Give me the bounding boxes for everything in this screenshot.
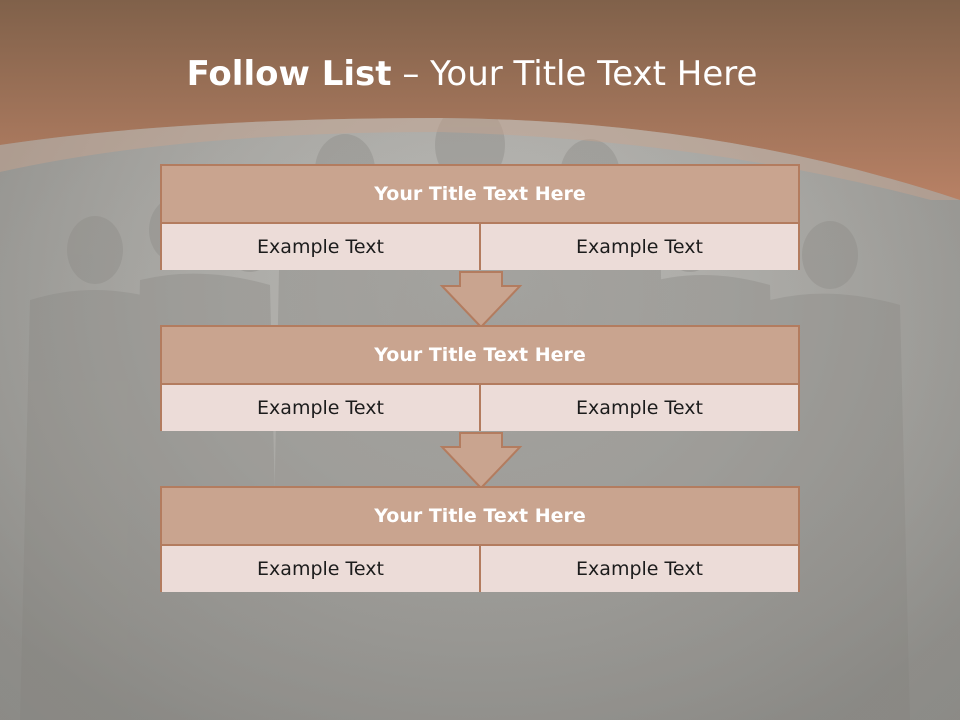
block-cell-right: Example Text <box>479 385 798 431</box>
block-cell-left: Example Text <box>162 385 479 431</box>
block-row: Example Text Example Text <box>162 546 798 592</box>
block-cell-right: Example Text <box>479 546 798 592</box>
follow-block-2: Your Title Text Here Example Text Exampl… <box>160 325 800 431</box>
block-title: Your Title Text Here <box>162 166 798 224</box>
block-row: Example Text Example Text <box>162 224 798 270</box>
block-cell-left: Example Text <box>162 224 479 270</box>
slide-title: Follow List – Your Title Text Here <box>0 52 944 96</box>
follow-block-1: Your Title Text Here Example Text Exampl… <box>160 164 800 270</box>
block-cell-right: Example Text <box>479 224 798 270</box>
title-rest: – Your Title Text Here <box>402 54 758 94</box>
follow-block-3: Your Title Text Here Example Text Exampl… <box>160 486 800 592</box>
block-title: Your Title Text Here <box>162 327 798 385</box>
header-band <box>0 0 960 200</box>
block-row: Example Text Example Text <box>162 385 798 431</box>
down-arrow-icon <box>439 432 523 490</box>
down-arrow-icon <box>439 271 523 329</box>
block-title: Your Title Text Here <box>162 488 798 546</box>
title-bold: Follow List <box>186 54 392 94</box>
block-cell-left: Example Text <box>162 546 479 592</box>
